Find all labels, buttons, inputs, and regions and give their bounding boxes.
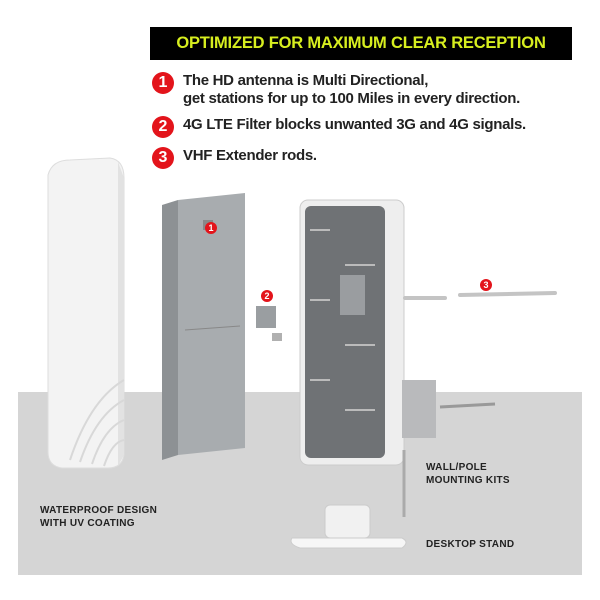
callout-1: 1 [205,222,217,234]
feature-text: The HD antenna is Multi Directional, [183,72,429,89]
feature-text: get stations for up to 100 Miles in ever… [183,90,520,107]
desktop-stand-label: DESKTOP STAND [426,539,515,550]
mounting-kit [402,380,496,517]
number-badge: 2 [152,116,174,138]
feature-2: 2 4G LTE Filter blocks unwanted 3G and 4… [152,116,526,138]
label-line: MOUNTING KITS [426,475,510,486]
antenna-element-plate [162,193,245,460]
antenna-housing [299,199,405,466]
feature-text: VHF Extender rods. [183,147,317,164]
number-badge: 1 [152,72,174,94]
label-line: WATERPROOF DESIGN [40,505,158,516]
callout-3: 3 [480,279,492,291]
label-line: WITH UV COATING [40,518,135,529]
antenna-cover [47,157,125,469]
label-line: WALL/POLE [426,462,488,473]
headline-banner: OPTIMIZED FOR MAXIMUM CLEAR RECEPTION [150,27,572,60]
lte-filter [256,306,282,341]
desktop-stand [290,504,407,549]
callout-2: 2 [261,290,273,302]
vhf-extender-rods [403,291,557,300]
waterproof-label: WATERPROOF DESIGN WITH UV COATING [40,504,157,530]
number-badge: 3 [152,147,174,169]
feature-3: 3 VHF Extender rods. [152,147,317,169]
mounting-kits-label: WALL/POLE MOUNTING KITS [426,461,510,487]
feature-1: 1 The HD antenna is Multi Directional,ge… [152,72,520,108]
feature-text: 4G LTE Filter blocks unwanted 3G and 4G … [183,116,526,133]
